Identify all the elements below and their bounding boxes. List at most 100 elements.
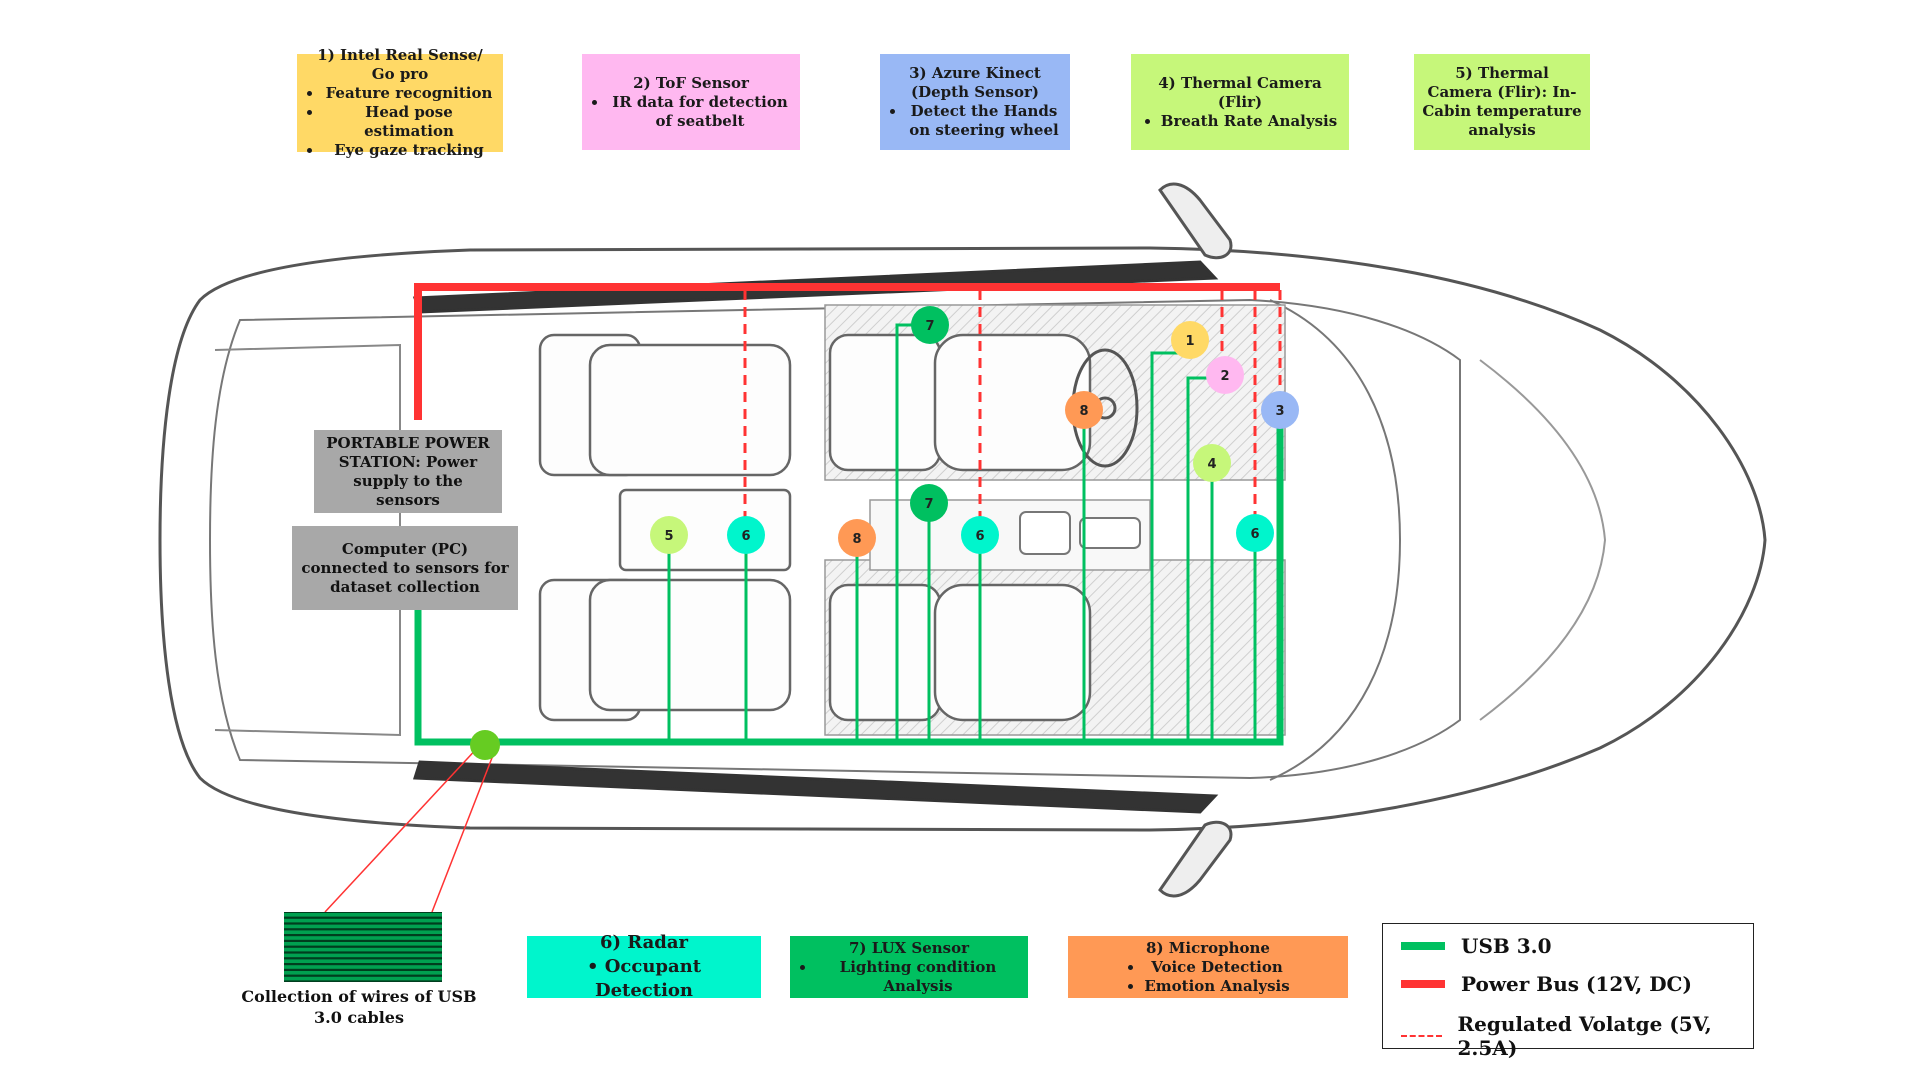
sensor-node-circle <box>727 516 765 554</box>
sensor-feature: • Occupant Detection <box>586 956 702 1001</box>
sensor-node-1: 1 <box>1171 321 1209 359</box>
sensor-node-circle <box>1261 391 1299 429</box>
sensor-box-lux: 7) LUX Sensor Lighting condition Analysi… <box>790 936 1028 998</box>
sensor-title: 2) ToF Sensor <box>633 73 749 92</box>
sensor-box-thermal-cabin: 5) Thermal Camera (Flir): In-Cabin tempe… <box>1414 54 1590 150</box>
computer-label: Computer (PC) connected to sensors for d… <box>301 539 509 596</box>
legend-regulated: Regulated Volatge (5V, 2.5A) <box>1401 1012 1753 1060</box>
center-console <box>1019 511 1141 555</box>
usb-wire <box>284 953 442 958</box>
sensor-node-circle <box>1065 391 1103 429</box>
legend-label: USB 3.0 <box>1461 934 1552 958</box>
legend-power-swatch <box>1401 980 1445 988</box>
usb-wire <box>284 924 442 929</box>
sensor-box-tof: 2) ToF Sensor IR data for detection of s… <box>582 54 800 150</box>
sensor-feature: Head pose estimation <box>323 103 495 141</box>
usb-wire <box>284 976 442 981</box>
sensor-title: 6) Radar <box>599 932 689 953</box>
usb-wire-bundle <box>284 912 442 982</box>
usb-wire <box>284 936 442 940</box>
sensor-node-label: 3 <box>1275 404 1284 419</box>
regulated-lines <box>743 290 1282 520</box>
usb-wire <box>284 930 442 934</box>
sensor-feature: Breath Rate Analysis <box>1161 112 1337 131</box>
sensor-nodes: 7 1 2 3 8 4 5 6 8 7 6 6 <box>650 306 1299 557</box>
sensor-title: 8) Microphone <box>1146 938 1270 957</box>
bundle-leaders <box>324 744 498 913</box>
sensor-title: 3) Azure Kinect (Depth Sensor) <box>909 64 1041 101</box>
legend-power: Power Bus (12V, DC) <box>1401 972 1692 996</box>
legend-label: Regulated Volatge (5V, 2.5A) <box>1457 1012 1712 1060</box>
sensor-box-thermal-breath: 4) Thermal Camera (Flir) Breath Rate Ana… <box>1131 54 1349 150</box>
usb-wire <box>284 947 442 952</box>
sensor-node-label: 2 <box>1220 369 1229 384</box>
sensor-box-realsense: 1) Intel Real Sense/ Go pro Feature reco… <box>297 46 503 159</box>
sensor-node-circle <box>961 516 999 554</box>
sensor-feature: Emotion Analysis <box>1144 977 1289 996</box>
power-station-box: PORTABLE POWER STATION: Power supply to … <box>314 430 502 513</box>
sensor-title: 5) Thermal Camera (Flir): In-Cabin tempe… <box>1422 64 1582 139</box>
sensor-box-microphone: 8) Microphone Voice Detection Emotion An… <box>1068 936 1348 998</box>
legend: USB 3.0 Power Bus (12V, DC) Regulated Vo… <box>1382 923 1754 1060</box>
usb-wire <box>284 959 442 963</box>
bundle-background <box>284 912 442 982</box>
sensor-node-circle <box>1171 321 1209 359</box>
sensor-node-circle <box>838 519 876 557</box>
sensor-feature: Detect the Hands on steering wheel <box>906 102 1062 140</box>
sensor-feature: Eye gaze tracking <box>323 141 495 160</box>
sensor-box-azure: 3) Azure Kinect (Depth Sensor) Detect th… <box>880 54 1070 150</box>
usb-wire <box>284 965 442 969</box>
sensor-title: 4) Thermal Camera (Flir) <box>1158 73 1322 111</box>
usb-bus <box>414 410 1284 746</box>
usb-hub-node <box>470 730 500 760</box>
sensor-feature: Lighting condition Analysis <box>816 958 1020 996</box>
legend-regulated-swatch <box>1401 1035 1442 1037</box>
sensor-node-label: 8 <box>1079 404 1088 419</box>
legend-usb-swatch <box>1401 942 1445 950</box>
sensor-node-label: 7 <box>924 497 933 512</box>
sensor-title: 7) LUX Sensor <box>848 938 970 957</box>
sensor-node-7: 7 <box>910 484 948 522</box>
usb-wire <box>284 971 442 975</box>
power-bus <box>414 283 1280 420</box>
sensor-feature: IR data for detection of seatbelt <box>608 93 792 131</box>
sensor-node-label: 5 <box>664 529 673 544</box>
sensor-node-3: 3 <box>1261 391 1299 429</box>
sensor-node-label: 6 <box>741 529 750 544</box>
sensor-node-label: 8 <box>852 532 861 547</box>
sensor-node-6: 6 <box>961 516 999 554</box>
wires-caption: Collection of wires of USB 3.0 cables <box>241 987 477 1027</box>
sensor-node-8: 8 <box>1065 391 1103 429</box>
sensor-node-label: 1 <box>1185 334 1194 349</box>
sensor-node-2: 2 <box>1206 356 1244 394</box>
sensor-node-6: 6 <box>1236 514 1274 552</box>
usb-wire <box>284 913 442 917</box>
sensor-node-circle <box>911 306 949 344</box>
sensor-feature: Voice Detection <box>1144 958 1289 977</box>
sensor-node-label: 7 <box>925 319 934 334</box>
computer-box: Computer (PC) connected to sensors for d… <box>292 526 518 610</box>
sensor-node-circle <box>1236 514 1274 552</box>
sensor-node-7: 7 <box>911 306 949 344</box>
power-station-label: PORTABLE POWER STATION: Power supply to … <box>326 433 490 509</box>
sensor-node-label: 6 <box>975 529 984 544</box>
sensor-node-5: 5 <box>650 516 688 554</box>
sensor-node-6: 6 <box>727 516 765 554</box>
usb-wire <box>284 918 442 923</box>
sensor-node-circle <box>650 516 688 554</box>
sensor-node-8: 8 <box>838 519 876 557</box>
sensor-node-label: 4 <box>1207 457 1216 472</box>
sensor-node-circle <box>910 484 948 522</box>
sensor-node-circle <box>1193 444 1231 482</box>
sensor-node-circle <box>1206 356 1244 394</box>
usb-wire <box>284 942 442 946</box>
sensor-box-radar: 6) Radar • Occupant Detection <box>527 932 761 1001</box>
sensor-node-label: 6 <box>1250 527 1259 542</box>
legend-usb: USB 3.0 <box>1401 934 1552 958</box>
sensor-feature: Feature recognition <box>323 84 495 103</box>
sensor-node-4: 4 <box>1193 444 1231 482</box>
sensor-title: 1) Intel Real Sense/ Go pro <box>317 46 483 83</box>
legend-label: Power Bus (12V, DC) <box>1461 972 1692 996</box>
